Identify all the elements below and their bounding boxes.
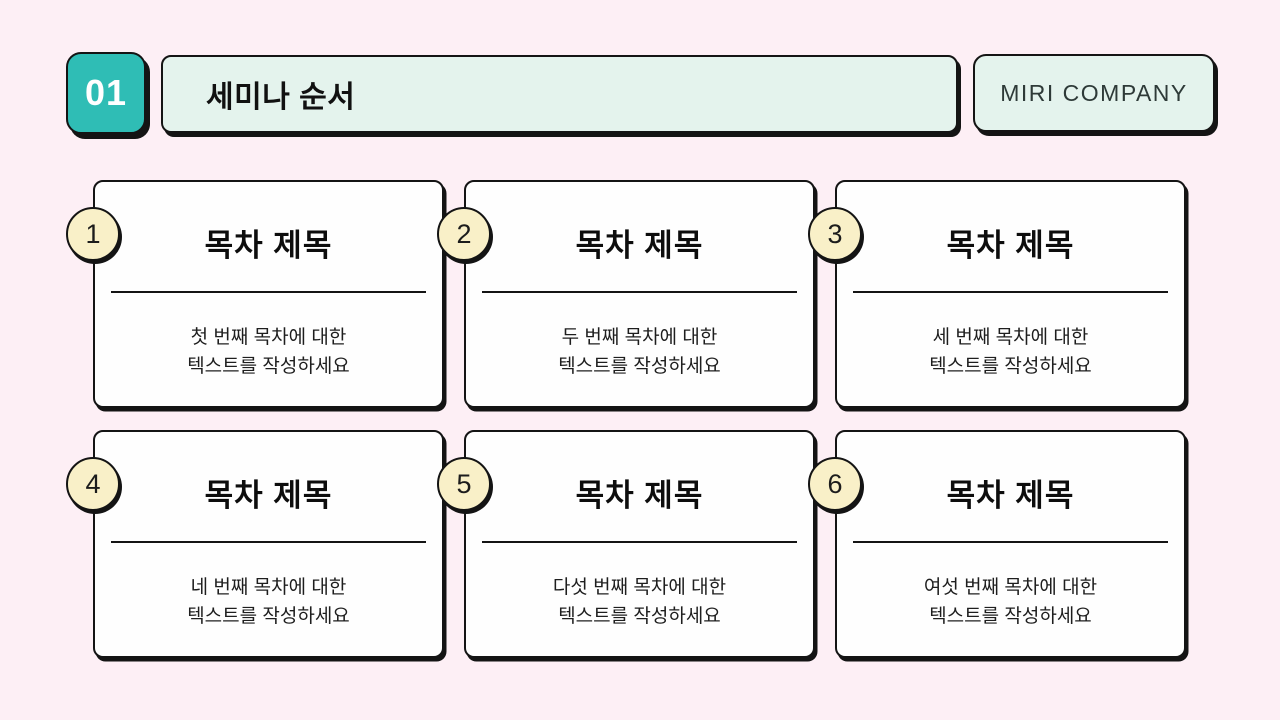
toc-card-2-desc-line1: 두 번째 목차에 대한 <box>561 327 718 348</box>
slide-title-bar: 세미나 순서 <box>161 55 958 133</box>
toc-card-1-desc-line2: 텍스트를 작성하세요 <box>187 356 350 377</box>
toc-card-5-desc-line1: 다섯 번째 목차에 대한 <box>552 577 727 598</box>
toc-card-4: 4 목차 제목 네 번째 목차에 대한 텍스트를 작성하세요 <box>66 430 444 658</box>
toc-card-3-title: 목차 제목 <box>946 228 1075 263</box>
toc-card-2-desc-line2: 텍스트를 작성하세요 <box>558 356 721 377</box>
toc-card-1-divider <box>111 291 426 293</box>
toc-card-1-title: 목차 제목 <box>204 228 333 263</box>
company-name: MIRI COMPANY <box>1000 79 1188 106</box>
toc-card-5-description: 다섯 번째 목차에 대한 텍스트를 작성하세요 <box>466 573 813 631</box>
toc-card-3-number-circle: 3 <box>808 207 862 261</box>
toc-card-3: 3 목차 제목 세 번째 목차에 대한 텍스트를 작성하세요 <box>808 180 1186 408</box>
toc-card-6-desc-line2: 텍스트를 작성하세요 <box>929 606 1092 627</box>
toc-card-6-desc-line1: 여섯 번째 목차에 대한 <box>923 577 1098 598</box>
toc-card-5-divider <box>482 541 797 543</box>
toc-card-3-number: 3 <box>827 218 843 249</box>
slide-title: 세미나 순서 <box>206 81 356 114</box>
toc-card-3-desc-line2: 텍스트를 작성하세요 <box>929 356 1092 377</box>
toc-card-1: 1 목차 제목 첫 번째 목차에 대한 텍스트를 작성하세요 <box>66 180 444 408</box>
toc-card-2: 2 목차 제목 두 번째 목차에 대한 텍스트를 작성하세요 <box>437 180 815 408</box>
toc-card-4-divider <box>111 541 426 543</box>
toc-card-2-title: 목차 제목 <box>575 228 704 263</box>
toc-card-1-description: 첫 번째 목차에 대한 텍스트를 작성하세요 <box>95 323 442 381</box>
toc-card-1-number: 1 <box>85 218 101 249</box>
toc-card-3-desc-line1: 세 번째 목차에 대한 <box>932 327 1089 348</box>
toc-card-1-number-circle: 1 <box>66 207 120 261</box>
toc-card-4-number: 4 <box>85 468 101 499</box>
toc-card-5-desc-line2: 텍스트를 작성하세요 <box>558 606 721 627</box>
toc-card-2-number-circle: 2 <box>437 207 491 261</box>
toc-card-6-divider <box>853 541 1168 543</box>
toc-card-1-desc-line1: 첫 번째 목차에 대한 <box>190 327 347 348</box>
toc-card-3-divider <box>853 291 1168 293</box>
toc-card-6-description: 여섯 번째 목차에 대한 텍스트를 작성하세요 <box>837 573 1184 631</box>
slide-number-text: 01 <box>84 72 128 113</box>
toc-card-2-number: 2 <box>456 218 472 249</box>
toc-card-5: 5 목차 제목 다섯 번째 목차에 대한 텍스트를 작성하세요 <box>437 430 815 658</box>
toc-card-5-number-circle: 5 <box>437 457 491 511</box>
toc-card-2-divider <box>482 291 797 293</box>
company-badge: MIRI COMPANY <box>973 54 1215 132</box>
slide-number-badge: 01 <box>66 52 146 134</box>
toc-card-4-number-circle: 4 <box>66 457 120 511</box>
toc-card-5-number: 5 <box>456 468 472 499</box>
toc-card-6-number-circle: 6 <box>808 457 862 511</box>
toc-card-4-title: 목차 제목 <box>204 478 333 513</box>
toc-card-6-number: 6 <box>827 468 843 499</box>
toc-card-4-desc-line1: 네 번째 목차에 대한 <box>190 577 347 598</box>
toc-card-4-description: 네 번째 목차에 대한 텍스트를 작성하세요 <box>95 573 442 631</box>
toc-card-3-description: 세 번째 목차에 대한 텍스트를 작성하세요 <box>837 323 1184 381</box>
toc-card-6-title: 목차 제목 <box>946 478 1075 513</box>
toc-card-6: 6 목차 제목 여섯 번째 목차에 대한 텍스트를 작성하세요 <box>808 430 1186 658</box>
toc-card-4-desc-line2: 텍스트를 작성하세요 <box>187 606 350 627</box>
toc-card-2-description: 두 번째 목차에 대한 텍스트를 작성하세요 <box>466 323 813 381</box>
toc-card-5-title: 목차 제목 <box>575 478 704 513</box>
